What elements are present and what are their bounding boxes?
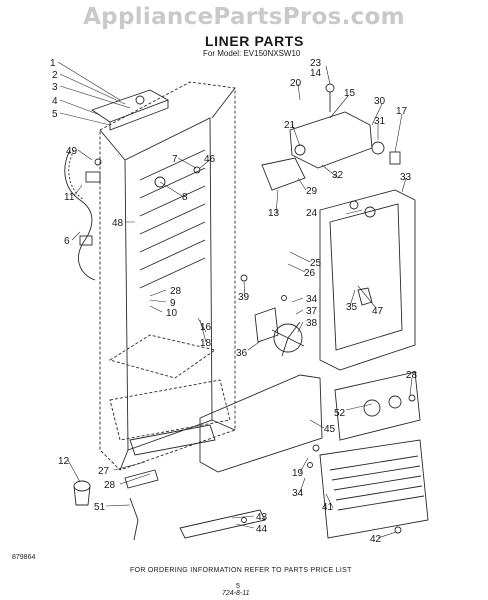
wire-harness <box>64 149 101 281</box>
callout: 19 <box>292 468 304 479</box>
callout: 34 <box>306 294 318 305</box>
callout: 2 <box>52 70 58 81</box>
callout: 47 <box>372 306 384 317</box>
callout: 15 <box>344 88 356 99</box>
callout: 35 <box>346 302 358 313</box>
callout: 51 <box>94 502 106 513</box>
document-number: 879864 <box>12 554 36 561</box>
leader-lines <box>57 61 413 539</box>
callout: 6 <box>64 236 70 247</box>
callout: 44 <box>256 524 268 535</box>
evaporator-cover <box>319 189 416 371</box>
callout: 25 <box>310 258 322 269</box>
callout: 34 <box>292 488 304 499</box>
fan-assembly <box>254 307 305 357</box>
callout-labels: 1 2 3 4 5 49 11 6 7 46 8 48 28 9 10 16 1… <box>50 58 418 545</box>
callout: 8 <box>182 192 188 203</box>
callout: 21 <box>284 120 296 131</box>
callout: 43 <box>256 512 268 523</box>
callout: 33 <box>400 172 412 183</box>
callout: 16 <box>200 322 212 333</box>
callout: 28 <box>104 480 116 491</box>
callout: 48 <box>112 218 124 229</box>
callout: 49 <box>66 146 78 157</box>
callout: 28 <box>406 370 418 381</box>
callout: 10 <box>166 308 178 319</box>
callout: 29 <box>306 186 318 197</box>
callout: 32 <box>332 170 344 181</box>
bottom-trim <box>124 424 266 539</box>
callout: 41 <box>322 502 334 513</box>
callout: 42 <box>370 534 382 545</box>
diagram-title: LINER PARTS <box>205 33 304 49</box>
callout: 3 <box>52 82 58 93</box>
drain-tube <box>73 480 139 541</box>
cover-plate <box>199 374 323 473</box>
callout: 52 <box>334 408 346 419</box>
ordering-instruction: FOR ORDERING INFORMATION REFER TO PARTS … <box>130 567 352 574</box>
callout: 13 <box>268 208 280 219</box>
callout: 17 <box>396 106 408 117</box>
callout: 36 <box>236 348 248 359</box>
callout: 30 <box>374 96 386 107</box>
callout: 23 <box>310 58 322 69</box>
callout: 18 <box>200 338 212 349</box>
callout: 46 <box>204 154 216 165</box>
callout: 28 <box>170 286 182 297</box>
callout: 37 <box>306 306 318 317</box>
date-code: 724-8-11 <box>222 590 250 597</box>
callout: 5 <box>52 109 58 120</box>
callout: 1 <box>50 58 56 69</box>
callout: 27 <box>98 466 110 477</box>
watermark: AppliancePartsPros.com <box>83 4 405 30</box>
callout: 39 <box>238 292 250 303</box>
callout: 14 <box>310 68 322 79</box>
callout: 9 <box>170 298 176 309</box>
callout: 11 <box>64 192 75 203</box>
model-line: For Model: EV150NXSW10 <box>203 49 301 58</box>
page-number: 5 <box>236 583 240 590</box>
hardware <box>94 158 416 534</box>
callout: 45 <box>324 424 336 435</box>
light-housing <box>90 89 170 131</box>
front-grille <box>319 371 429 539</box>
liner-cabinet <box>99 81 236 471</box>
callout: 20 <box>290 78 302 89</box>
callout: 26 <box>304 268 316 279</box>
callout: 24 <box>306 208 318 219</box>
callout: 4 <box>52 96 58 107</box>
callout: 31 <box>374 116 386 127</box>
callout: 38 <box>306 318 318 329</box>
callout: 12 <box>58 456 70 467</box>
callout: 7 <box>172 154 178 165</box>
